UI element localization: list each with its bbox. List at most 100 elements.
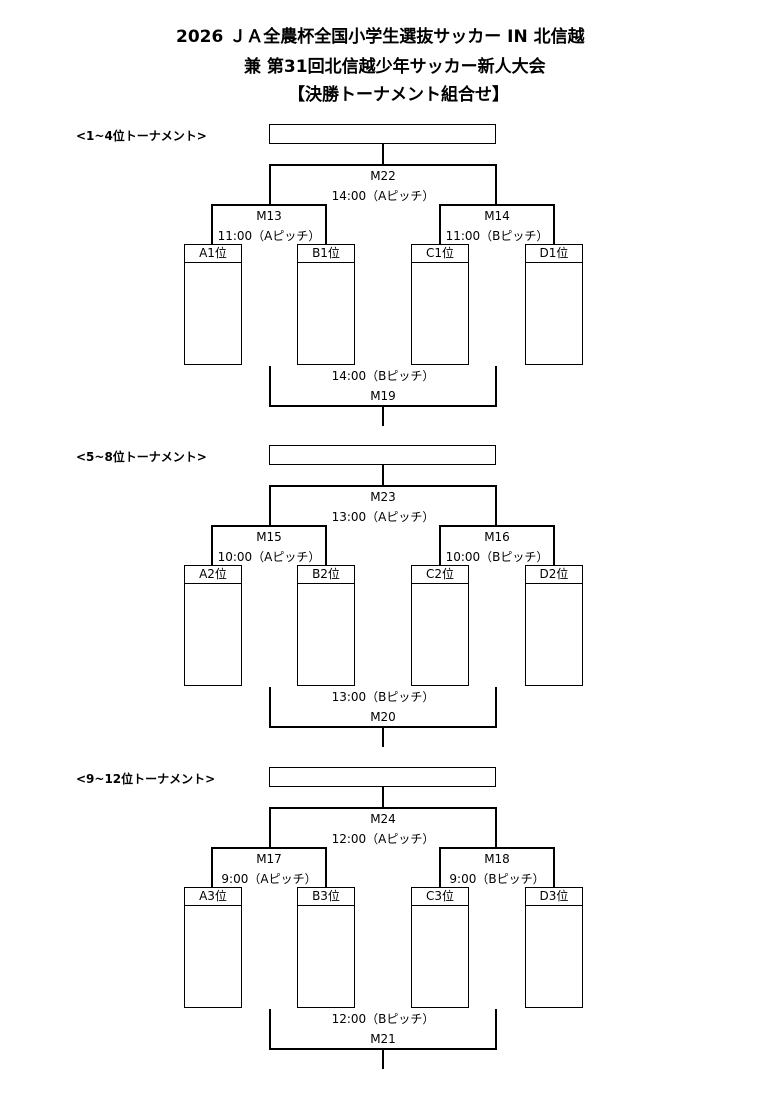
semi-left-match-time: 10:00（Aピッチ）: [215, 549, 323, 565]
bracket-line: [269, 687, 271, 727]
bracket-line: [495, 366, 497, 406]
semi-left-match-time: 11:00（Aピッチ）: [215, 228, 323, 244]
team-name: C2位: [412, 566, 468, 584]
semi-right-match-id: M14: [482, 208, 512, 224]
semi-left-match-time: 9:00（Aピッチ）: [219, 871, 319, 887]
semi-right-match-time: 11:00（Bピッチ）: [443, 228, 551, 244]
winner-box: [269, 445, 496, 465]
third-place-time: 14:00（Bピッチ）: [329, 368, 437, 384]
section-label: <1~4位トーナメント>: [76, 129, 207, 143]
bracket-line: [269, 1009, 271, 1049]
bracket-line: [211, 204, 327, 206]
bracket-line: [269, 485, 271, 525]
bracket-line: [269, 485, 497, 487]
bracket-line: [495, 807, 497, 847]
title-line-1: 2026 ＪＡ全農杯全国小学生選抜サッカー IN 北信越: [176, 27, 585, 47]
team-slot: D3位: [525, 887, 583, 1008]
third-place-match-id: M20: [368, 709, 398, 725]
team-name: B1位: [298, 245, 354, 263]
team-slot: A1位: [184, 244, 242, 365]
team-slot: A3位: [184, 887, 242, 1008]
bracket-line: [325, 204, 327, 244]
bracket-line: [211, 847, 327, 849]
bracket-section-9-12: <9~12位トーナメント> M24 12:00（Aピッチ） M17 9:00（A…: [0, 767, 768, 1087]
third-place-match-id: M21: [368, 1031, 398, 1047]
bracket-line: [382, 727, 384, 747]
final-match-time: 13:00（Aピッチ）: [329, 509, 437, 525]
semi-left-match-id: M15: [254, 529, 284, 545]
semi-left-match-id: M13: [254, 208, 284, 224]
semi-right-match-id: M18: [482, 851, 512, 867]
team-slot: C2位: [411, 565, 469, 686]
title-line-2: 兼 第31回北信越少年サッカー新人大会: [244, 57, 546, 77]
bracket-line: [269, 366, 271, 406]
team-name: B3位: [298, 888, 354, 906]
title-line-3: 【決勝トーナメント組合せ】: [288, 85, 509, 105]
team-slot: C3位: [411, 887, 469, 1008]
final-match-id: M23: [368, 489, 398, 505]
bracket-line: [269, 807, 497, 809]
bracket-line: [211, 525, 213, 565]
bracket-line: [439, 204, 441, 244]
team-name: C3位: [412, 888, 468, 906]
team-slot: D2位: [525, 565, 583, 686]
bracket-line: [553, 204, 555, 244]
bracket-line: [269, 807, 271, 847]
team-name: A1位: [185, 245, 241, 263]
bracket-line: [553, 847, 555, 887]
winner-box: [269, 124, 496, 144]
bracket-section-1-4: <1~4位トーナメント> M22 14:00（Aピッチ） M13 11:00（A…: [0, 124, 768, 444]
team-slot: C1位: [411, 244, 469, 365]
bracket-line: [211, 847, 213, 887]
final-match-id: M22: [368, 168, 398, 184]
bracket-line: [269, 726, 497, 728]
bracket-line: [211, 204, 213, 244]
bracket-line: [269, 405, 497, 407]
final-match-id: M24: [368, 811, 398, 827]
bracket-line: [382, 406, 384, 426]
bracket-line: [495, 164, 497, 204]
semi-right-match-id: M16: [482, 529, 512, 545]
bracket-line: [269, 164, 271, 204]
team-name: C1位: [412, 245, 468, 263]
semi-right-match-time: 9:00（Bピッチ）: [447, 871, 547, 887]
bracket-line: [439, 847, 555, 849]
team-slot: B1位: [297, 244, 355, 365]
bracket-line: [211, 525, 327, 527]
team-name: A3位: [185, 888, 241, 906]
bracket-line: [439, 204, 555, 206]
third-place-time: 13:00（Bピッチ）: [329, 689, 437, 705]
team-name: A2位: [185, 566, 241, 584]
bracket-line: [495, 687, 497, 727]
bracket-line: [382, 465, 384, 485]
bracket-line: [553, 525, 555, 565]
team-name: D3位: [526, 888, 582, 906]
bracket-line: [382, 787, 384, 807]
section-label: <5~8位トーナメント>: [76, 450, 207, 464]
team-slot: B3位: [297, 887, 355, 1008]
bracket-line: [439, 525, 441, 565]
team-name: B2位: [298, 566, 354, 584]
third-place-match-id: M19: [368, 388, 398, 404]
bracket-line: [439, 525, 555, 527]
bracket-line: [269, 1048, 497, 1050]
semi-right-match-time: 10:00（Bピッチ）: [443, 549, 551, 565]
bracket-line: [439, 847, 441, 887]
bracket-line: [495, 485, 497, 525]
bracket-line: [495, 1009, 497, 1049]
winner-box: [269, 767, 496, 787]
bracket-line: [325, 525, 327, 565]
bracket-line: [382, 144, 384, 164]
final-match-time: 12:00（Aピッチ）: [329, 831, 437, 847]
team-slot: B2位: [297, 565, 355, 686]
bracket-section-5-8: <5~8位トーナメント> M23 13:00（Aピッチ） M15 10:00（A…: [0, 445, 768, 765]
team-slot: D1位: [525, 244, 583, 365]
bracket-line: [382, 1049, 384, 1069]
team-name: D2位: [526, 566, 582, 584]
semi-left-match-id: M17: [254, 851, 284, 867]
bracket-line: [269, 164, 497, 166]
final-match-time: 14:00（Aピッチ）: [329, 188, 437, 204]
third-place-time: 12:00（Bピッチ）: [329, 1011, 437, 1027]
team-slot: A2位: [184, 565, 242, 686]
section-label: <9~12位トーナメント>: [76, 772, 216, 786]
